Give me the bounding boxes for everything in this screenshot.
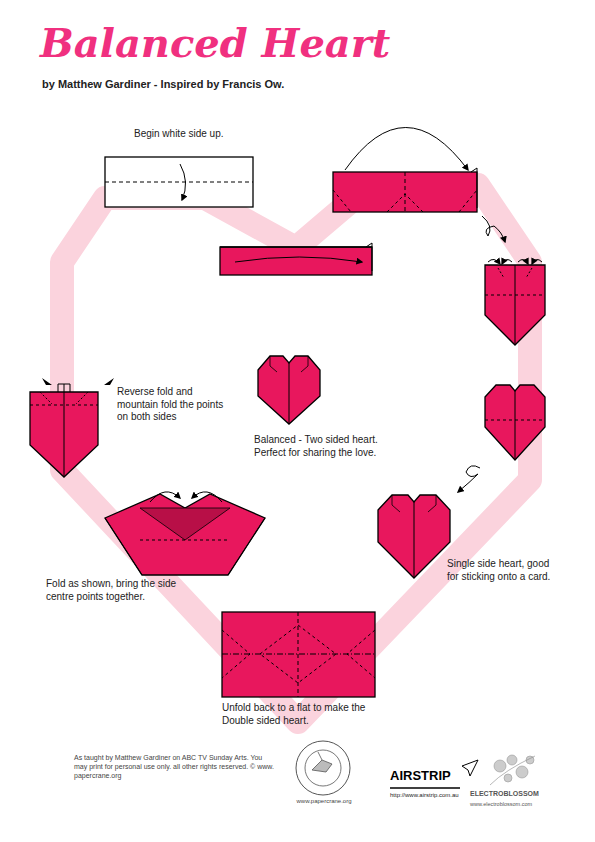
papercrane-logo	[296, 741, 350, 795]
step-white-paper	[105, 157, 253, 207]
step-pentagon	[485, 259, 545, 345]
byline: by Matthew Gardiner - Inspired by Franci…	[42, 78, 442, 92]
balanced-heart	[258, 356, 320, 424]
single-heart	[378, 495, 450, 578]
step-strip-creased	[333, 128, 477, 213]
step-note: Fold as shown, bring the side centre poi…	[46, 578, 196, 603]
step-note: Reverse fold and mountain fold the point…	[117, 386, 229, 424]
step-note: Begin white side up.	[134, 128, 274, 141]
step-reverse-fold	[30, 378, 114, 477]
footer-note: As taught by Matthew Gardiner on ABC TV …	[74, 754, 274, 780]
logo-text: ELECTROBLOSSOM	[470, 790, 560, 799]
electroblossom-logo	[490, 755, 535, 785]
step-strip	[220, 243, 372, 275]
logo-text: www.papercrane.org	[284, 798, 364, 806]
step-note: Balanced - Two sided heart. Perfect for …	[254, 434, 404, 459]
heart-band	[62, 185, 530, 722]
step-note: Single side heart, good for sticking ont…	[447, 558, 551, 583]
logo-text: www.electroblossom.com	[470, 801, 560, 808]
step-fold-points	[105, 492, 265, 575]
logo-text: AIRSTRIP	[390, 768, 465, 784]
title: Balanced Heart	[40, 18, 440, 68]
step-note: Unfold back to a flat to make the Double…	[222, 702, 387, 727]
step-unfold	[222, 612, 375, 697]
turn-over-arrow	[458, 466, 480, 492]
step-heart-back	[485, 385, 545, 460]
airstrip-logo	[390, 760, 478, 788]
turn-over-arrow	[482, 216, 505, 242]
